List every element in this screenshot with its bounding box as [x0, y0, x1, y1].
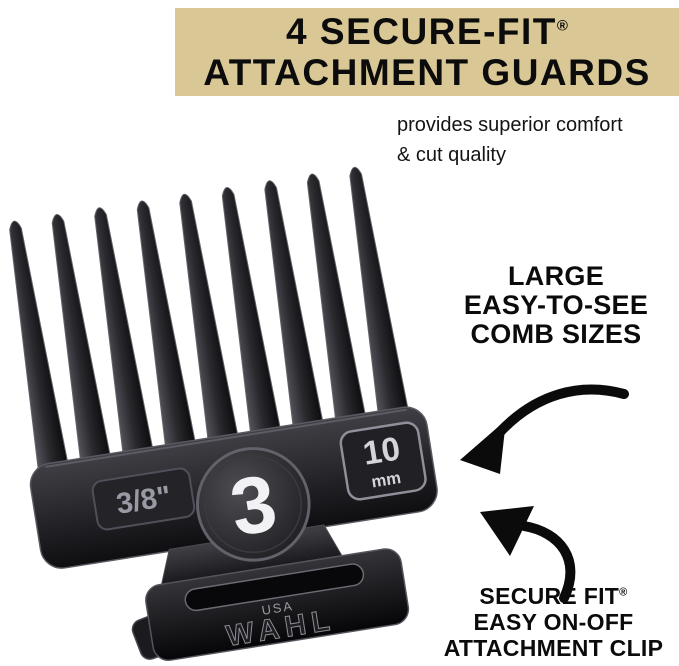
clip-slot [184, 563, 365, 612]
callout-attachment-clip: SECURE FIT® EASY ON-OFF ATTACHMENT CLIP [428, 583, 679, 661]
callout-comb-sizes-line1: LARGE [508, 261, 604, 291]
banner: 4 SECURE-FIT® ATTACHMENT GUARDS [175, 8, 679, 96]
size-badge-inches: 3/8" [91, 467, 196, 531]
comb-guard-render: USA WAHL 3/8" 3 10 mm [9, 166, 438, 661]
size-badge-number: 3 [196, 447, 311, 562]
origin-label: USA [261, 598, 295, 618]
size-mm-unit: mm [370, 468, 402, 491]
callout-comb-sizes-line2: EASY-TO-SEE [463, 290, 649, 321]
callout-attachment-clip-line3: ATTACHMENT CLIP [443, 634, 664, 661]
subtitle-line1: provides superior comfort [397, 114, 623, 136]
banner-title-text1: 4 SECURE-FIT [286, 10, 557, 52]
size-mm-value: 10 [360, 430, 402, 472]
curved-arrow-to-clip-icon [480, 506, 576, 603]
callout-attachment-clip-line1: SECURE FIT® [428, 583, 679, 610]
attachment-clip: USA WAHL [145, 548, 410, 661]
callout-attachment-clip-text1: SECURE FIT [479, 583, 620, 609]
banner-title-line1: 4 SECURE-FIT® [286, 11, 568, 52]
callout-comb-sizes-line3: COMB SIZES [470, 319, 642, 350]
comb-teeth [9, 166, 412, 484]
subtitle: provides superior comfort & cut quality [397, 111, 623, 170]
registered-trademark-symbol: ® [556, 17, 568, 35]
banner-title-line2: ATTACHMENT GUARDS [203, 52, 651, 93]
callout-attachment-clip-line2: EASY ON-OFF [473, 608, 634, 635]
callout-comb-sizes: LARGE EASY-TO-SEE COMB SIZES [436, 261, 676, 350]
registered-trademark-symbol-small: ® [619, 586, 628, 599]
size-badge-mm: 10 mm [339, 421, 427, 501]
curved-arrow-to-comb-icon [460, 384, 629, 474]
subtitle-line2: & cut quality [397, 143, 506, 166]
